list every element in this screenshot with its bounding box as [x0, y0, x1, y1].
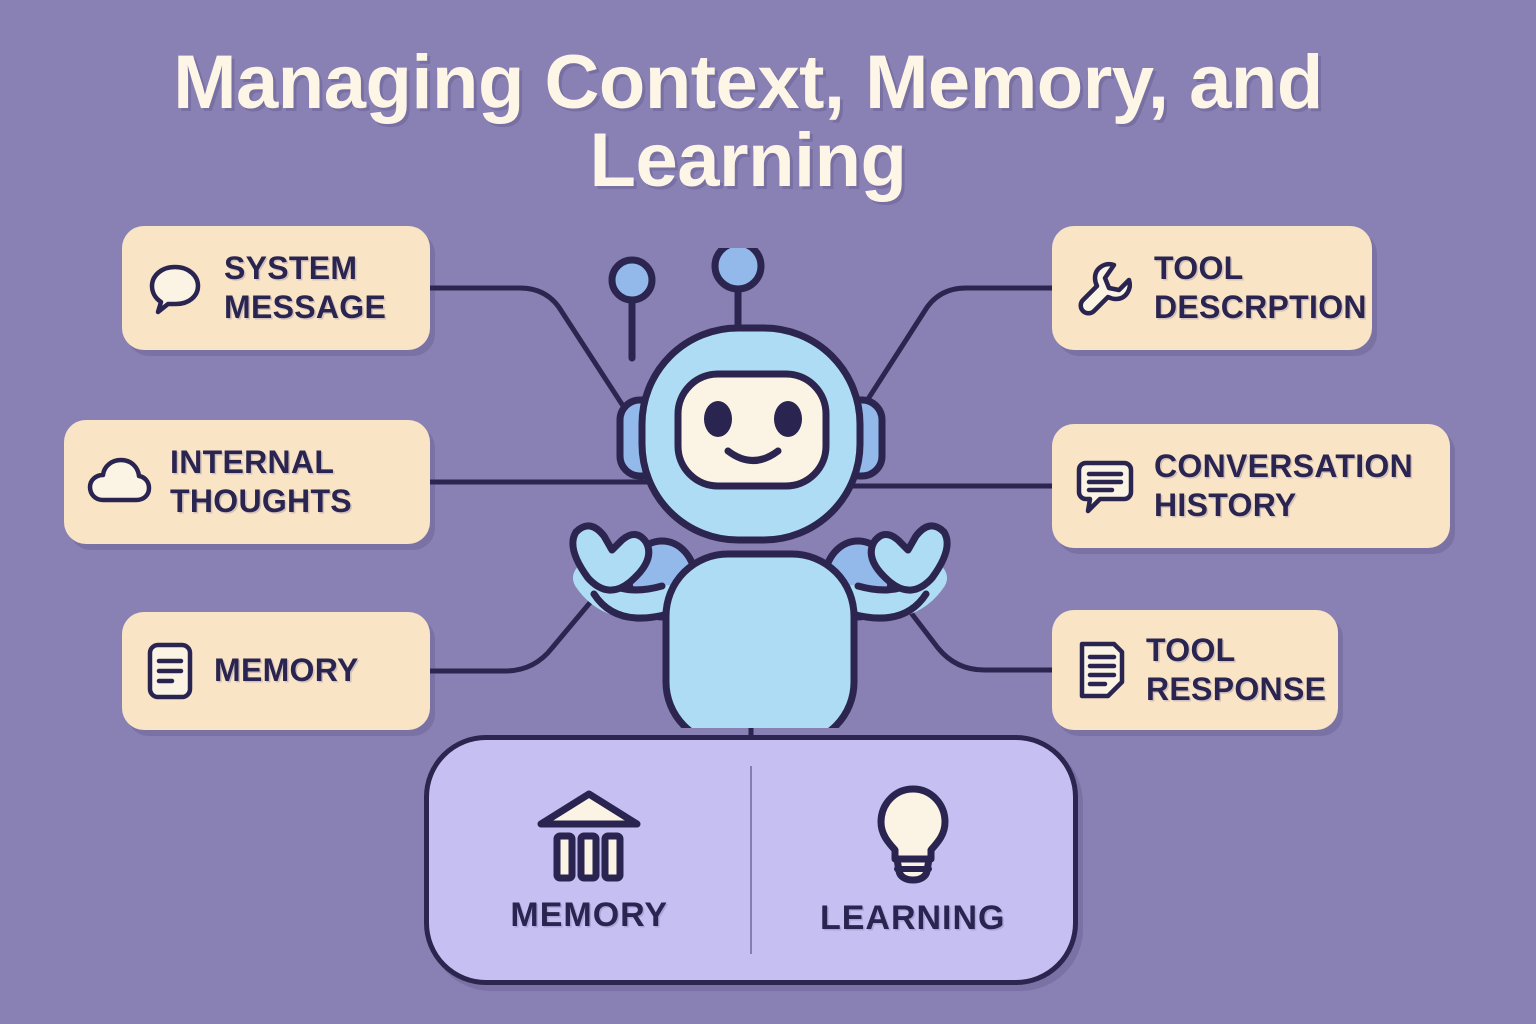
card-label: TOOL DESCRPTION	[1154, 249, 1367, 325]
bottom-panel: MEMORY LEARNING	[424, 735, 1078, 985]
bottom-panel-label: MEMORY	[510, 895, 669, 934]
wire-system-message	[427, 285, 643, 435]
card-tool-response[interactable]: TOOL RESPONSE	[1052, 610, 1338, 730]
robot-illustration	[569, 248, 951, 728]
robot-hand-right	[867, 522, 951, 594]
lightbulb-icon	[877, 785, 949, 883]
card-label: MEMORY	[214, 652, 359, 689]
card-label: INTERNAL THOUGHTS	[170, 443, 352, 519]
document-folded-icon	[1079, 641, 1125, 699]
bottom-panel-item-learning[interactable]: LEARNING	[752, 740, 1073, 980]
bottom-panel-label: LEARNING	[819, 898, 1006, 937]
card-label: CONVERSATION HISTORY	[1154, 447, 1414, 523]
card-system-message[interactable]: SYSTEM MESSAGE	[122, 226, 430, 350]
card-conversation-history[interactable]: CONVERSATION HISTORY	[1052, 424, 1450, 548]
robot-face-screen	[674, 370, 830, 490]
robot-body	[662, 550, 858, 728]
page-title: Managing Context, Memory, and Learning	[173, 40, 1323, 204]
bottom-panel-divider	[749, 766, 753, 954]
bank-icon	[537, 790, 641, 881]
chat-lines-icon	[1076, 460, 1134, 514]
robot-eye-left	[704, 401, 732, 437]
robot-eye-right	[774, 401, 802, 437]
robot-arm-right-outline-bottom	[848, 590, 930, 622]
robot-arm-left-outline-bottom	[590, 590, 672, 622]
bottom-panel-item-memory[interactable]: MEMORY	[429, 740, 750, 980]
robot-hand-left	[569, 522, 653, 594]
card-memory[interactable]: MEMORY	[122, 612, 430, 730]
card-internal-thoughts[interactable]: INTERNAL THOUGHTS	[64, 420, 430, 544]
wire-memory	[427, 583, 607, 674]
antenna-right-ball	[711, 248, 765, 293]
card-label: TOOL RESPONSE	[1146, 631, 1327, 707]
speech-bubble-icon	[149, 264, 201, 315]
document-lines-icon	[147, 642, 193, 700]
robot-smile	[724, 447, 782, 464]
card-label: SYSTEM MESSAGE	[224, 249, 387, 325]
cloud-icon	[87, 457, 152, 503]
wire-tool-description	[849, 285, 1055, 427]
wrench-icon	[1078, 262, 1132, 316]
wire-tool-response	[889, 585, 1055, 673]
card-tool-description[interactable]: TOOL DESCRPTION	[1052, 226, 1372, 350]
antenna-left-ball	[608, 256, 656, 304]
